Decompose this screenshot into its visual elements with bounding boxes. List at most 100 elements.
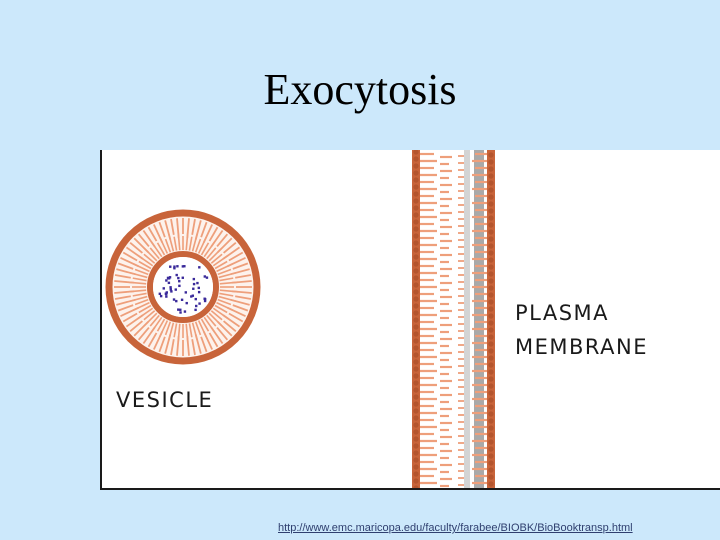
lipid-head [488,278,494,284]
lipid-tail [143,253,156,264]
lipid-tail [219,281,238,285]
cargo-particle [181,265,185,268]
lipid-head [413,401,419,407]
lipid-head [488,481,494,487]
lipid-tail [128,289,147,293]
lipid-tail [223,320,237,333]
lipid-head [413,177,419,183]
lipid-tail [194,321,202,336]
lipid-tail [173,236,178,251]
lipid-head [413,219,419,225]
lipid-head [413,303,419,309]
lipid-head [413,485,419,488]
lipid-head [488,411,494,417]
cargo-particle [179,311,182,314]
cargo-particle [196,281,199,285]
cargo-particle [165,292,168,296]
lipid-tail [129,295,148,303]
lipid-head [413,450,419,456]
lipid-tail [158,221,166,238]
cargo-particle [185,301,188,305]
lipid-head [413,359,419,365]
cargo-particle [158,292,162,295]
lipid-tail [214,260,228,270]
lipid-head [488,313,494,319]
lipid-tail [177,323,181,342]
cargo-particle [175,299,178,303]
lipid-head [488,334,494,340]
lipid-tail [132,301,150,311]
lipid-tail [156,318,166,332]
vesicle-label: VESICLE [116,388,214,412]
lipid-tail [208,247,223,262]
lipid-tail [122,312,138,323]
lipid-tail [132,263,150,273]
lipid-tail [143,310,156,321]
lipid-head [413,205,419,211]
lipid-tail [235,274,252,279]
lipid-tail [159,236,169,254]
lipid-tail [191,233,199,252]
slide-title: Exocytosis [0,64,720,115]
lipid-head [488,453,494,459]
lipid-tail [197,236,207,254]
lipid-tail [170,218,175,235]
lipid-head [488,383,494,389]
lipid-tail [138,260,152,270]
lipid-head [488,159,494,165]
lipid-tail [117,304,134,312]
lipid-head [488,173,494,179]
cargo-particle [198,266,201,269]
lipid-head [488,369,494,375]
cargo-particle [175,273,178,277]
lipid-tail [216,263,234,273]
lipid-head [488,236,494,242]
cargo-particle [180,298,184,302]
lipid-tail [223,241,237,254]
lipid-head [413,261,419,267]
cargo-particle [169,288,172,291]
lipid-tail [191,322,199,341]
lipid-tail [170,339,175,356]
lipid-head [488,439,494,445]
lipid-head [488,397,494,403]
lipid-head [488,418,494,424]
lipid-tail [129,271,148,279]
cargo-particle [162,287,165,290]
lipid-tail [149,247,160,260]
lipid-head [413,422,419,428]
lipid-tail [159,320,169,338]
cargo-particle [183,265,186,268]
lipid-tail [216,301,234,311]
lipid-head [413,457,419,463]
lipid-head [488,425,494,431]
lipid-head [488,327,494,333]
lipid-tail [188,236,193,251]
lipid-tail [137,233,150,247]
cargo-particle [203,299,207,303]
lipid-tail [158,336,166,353]
lipid-tail [217,268,232,276]
lipid-tail [173,323,178,338]
lipid-tail [232,304,249,312]
lipid-tail [219,289,238,293]
lipid-head [488,292,494,298]
lipid-tail [235,295,252,300]
lipid-tail [156,242,166,256]
lipid-tail [194,238,202,253]
lipid-head [488,467,494,473]
source-link[interactable]: http://www.emc.maricopa.edu/faculty/fara… [278,522,633,534]
lipid-tail [117,262,134,270]
lipid-head [413,366,419,372]
lipid-tail [134,268,149,276]
cargo-particle [167,281,171,285]
lipid-head [413,184,419,190]
cargo-particle [198,302,201,305]
lipid-tail [114,274,131,279]
cargo-particle [178,279,181,283]
lipid-tail [167,322,175,341]
cargo-particle [159,294,163,298]
lipid-head [488,264,494,270]
cargo-particle [174,288,177,291]
lipid-tail [197,320,207,338]
